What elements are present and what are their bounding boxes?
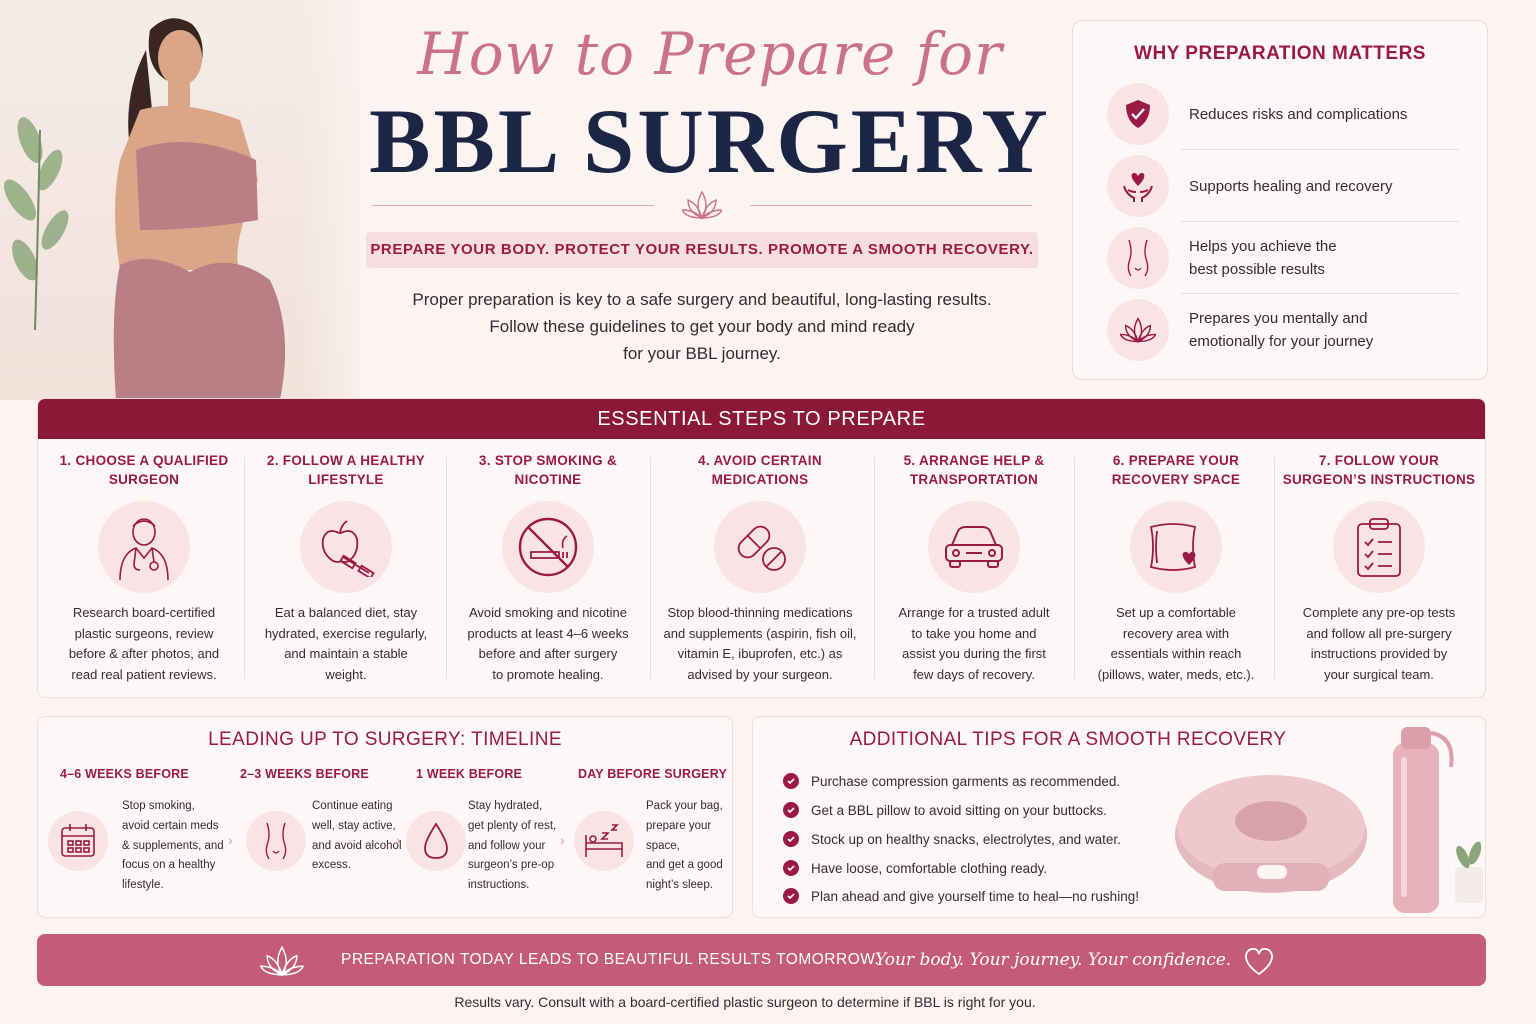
- footer-banner: PREPARATION TODAY LEADS TO BEAUTIFUL RES…: [37, 934, 1486, 986]
- tips-title: ADDITIONAL TIPS FOR A SMOOTH RECOVERY: [849, 729, 1287, 750]
- shield-check-icon: [1126, 100, 1150, 128]
- why-preparation-panel: WHY PREPARATION MATTERS Reduces risks an…: [1072, 20, 1488, 380]
- tip-item: Get a BBL pillow to avoid sitting on you…: [783, 800, 1107, 820]
- timeline-item: DAY BEFORE SURGERY Pack your bag,prepare…: [574, 767, 727, 891]
- intro-text: Proper preparation is key to a safe surg…: [412, 290, 992, 363]
- car-icon: [945, 526, 1003, 568]
- bed-sleep-icon: [585, 824, 623, 857]
- timeline-title: LEADING UP TO SURGERY: TIMELINE: [208, 729, 562, 750]
- timeline-item: 1 WEEK BEFORE Stay hydrated,get plenty o…: [406, 767, 556, 891]
- woman-figure: [113, 18, 286, 400]
- script-title: How to Prepare for: [417, 20, 1003, 88]
- step-card: 3. STOP SMOKING &NICOTINE Avoid smoking …: [467, 453, 629, 682]
- title-divider: [372, 186, 1032, 226]
- why-item: Reduces risks and complications: [1107, 83, 1467, 147]
- why-title: WHY PREPARATION MATTERS: [1134, 43, 1426, 64]
- why-item: Supports healing and recovery: [1107, 155, 1467, 219]
- check-icon: [783, 831, 799, 847]
- check-icon: [783, 802, 799, 818]
- step-card: 5. ARRANGE HELP &TRANSPORTATION Arrange …: [898, 453, 1050, 682]
- tip-item: Have loose, comfortable clothing ready.: [783, 858, 1047, 878]
- hero-photo: [0, 0, 360, 400]
- timeline-panel: LEADING UP TO SURGERY: TIMELINE 4–6 WEEK…: [37, 716, 733, 918]
- tip-item: Plan ahead and give yourself time to hea…: [783, 886, 1139, 906]
- apple-dumbbell-icon: [321, 520, 375, 577]
- lotus-icon: [1120, 317, 1156, 343]
- tip-item: Purchase compression garments as recomme…: [783, 771, 1120, 791]
- timeline-item: 4–6 WEEKS BEFORE Stop smoking,avoid cert…: [48, 767, 224, 891]
- disclaimer: Results vary. Consult with a board-certi…: [454, 994, 1036, 1010]
- check-icon: [783, 773, 799, 789]
- pills-icon: [737, 525, 786, 571]
- tagline: PREPARE YOUR BODY. PROTECT YOUR RESULTS.…: [366, 232, 1038, 268]
- page-title: BBL SURGERY: [369, 90, 1051, 192]
- clipboard-checklist-icon: [1357, 518, 1401, 577]
- heart-icon: [1245, 947, 1273, 976]
- check-icon: [783, 860, 799, 876]
- bbl-pillow-and-bottle-illustration: [1175, 727, 1483, 913]
- plant-decoration: [3, 117, 69, 330]
- hands-heart-icon: [1123, 172, 1153, 202]
- essential-steps-panel: ESSENTIAL STEPS TO PREPARE 1. CHOOSE A Q…: [37, 398, 1486, 698]
- arrow-icon: ›: [560, 832, 565, 848]
- lotus-icon: [682, 190, 722, 220]
- arrow-icon: ›: [228, 832, 233, 848]
- pillow-icon: [1149, 523, 1197, 571]
- footer-script: Your body. Your journey. Your confidence…: [875, 950, 1232, 970]
- body-silhouette-icon: [1127, 239, 1149, 277]
- tips-panel: ADDITIONAL TIPS FOR A SMOOTH RECOVERY Pu…: [752, 716, 1486, 918]
- arrow-icon: ›: [396, 832, 401, 848]
- check-icon: [783, 888, 799, 904]
- surgeon-icon: [119, 518, 169, 581]
- water-drop-icon: [424, 822, 448, 859]
- steps-title: ESSENTIAL STEPS TO PREPARE: [38, 399, 1485, 439]
- calendar-icon: [61, 824, 95, 857]
- body-silhouette-icon: [265, 822, 287, 860]
- tip-item: Stock up on healthy snacks, electrolytes…: [783, 829, 1121, 849]
- lotus-icon: [259, 945, 305, 977]
- footer-slogan: PREPARATION TODAY LEADS TO BEAUTIFUL RES…: [341, 951, 880, 968]
- no-smoking-icon: [518, 517, 578, 577]
